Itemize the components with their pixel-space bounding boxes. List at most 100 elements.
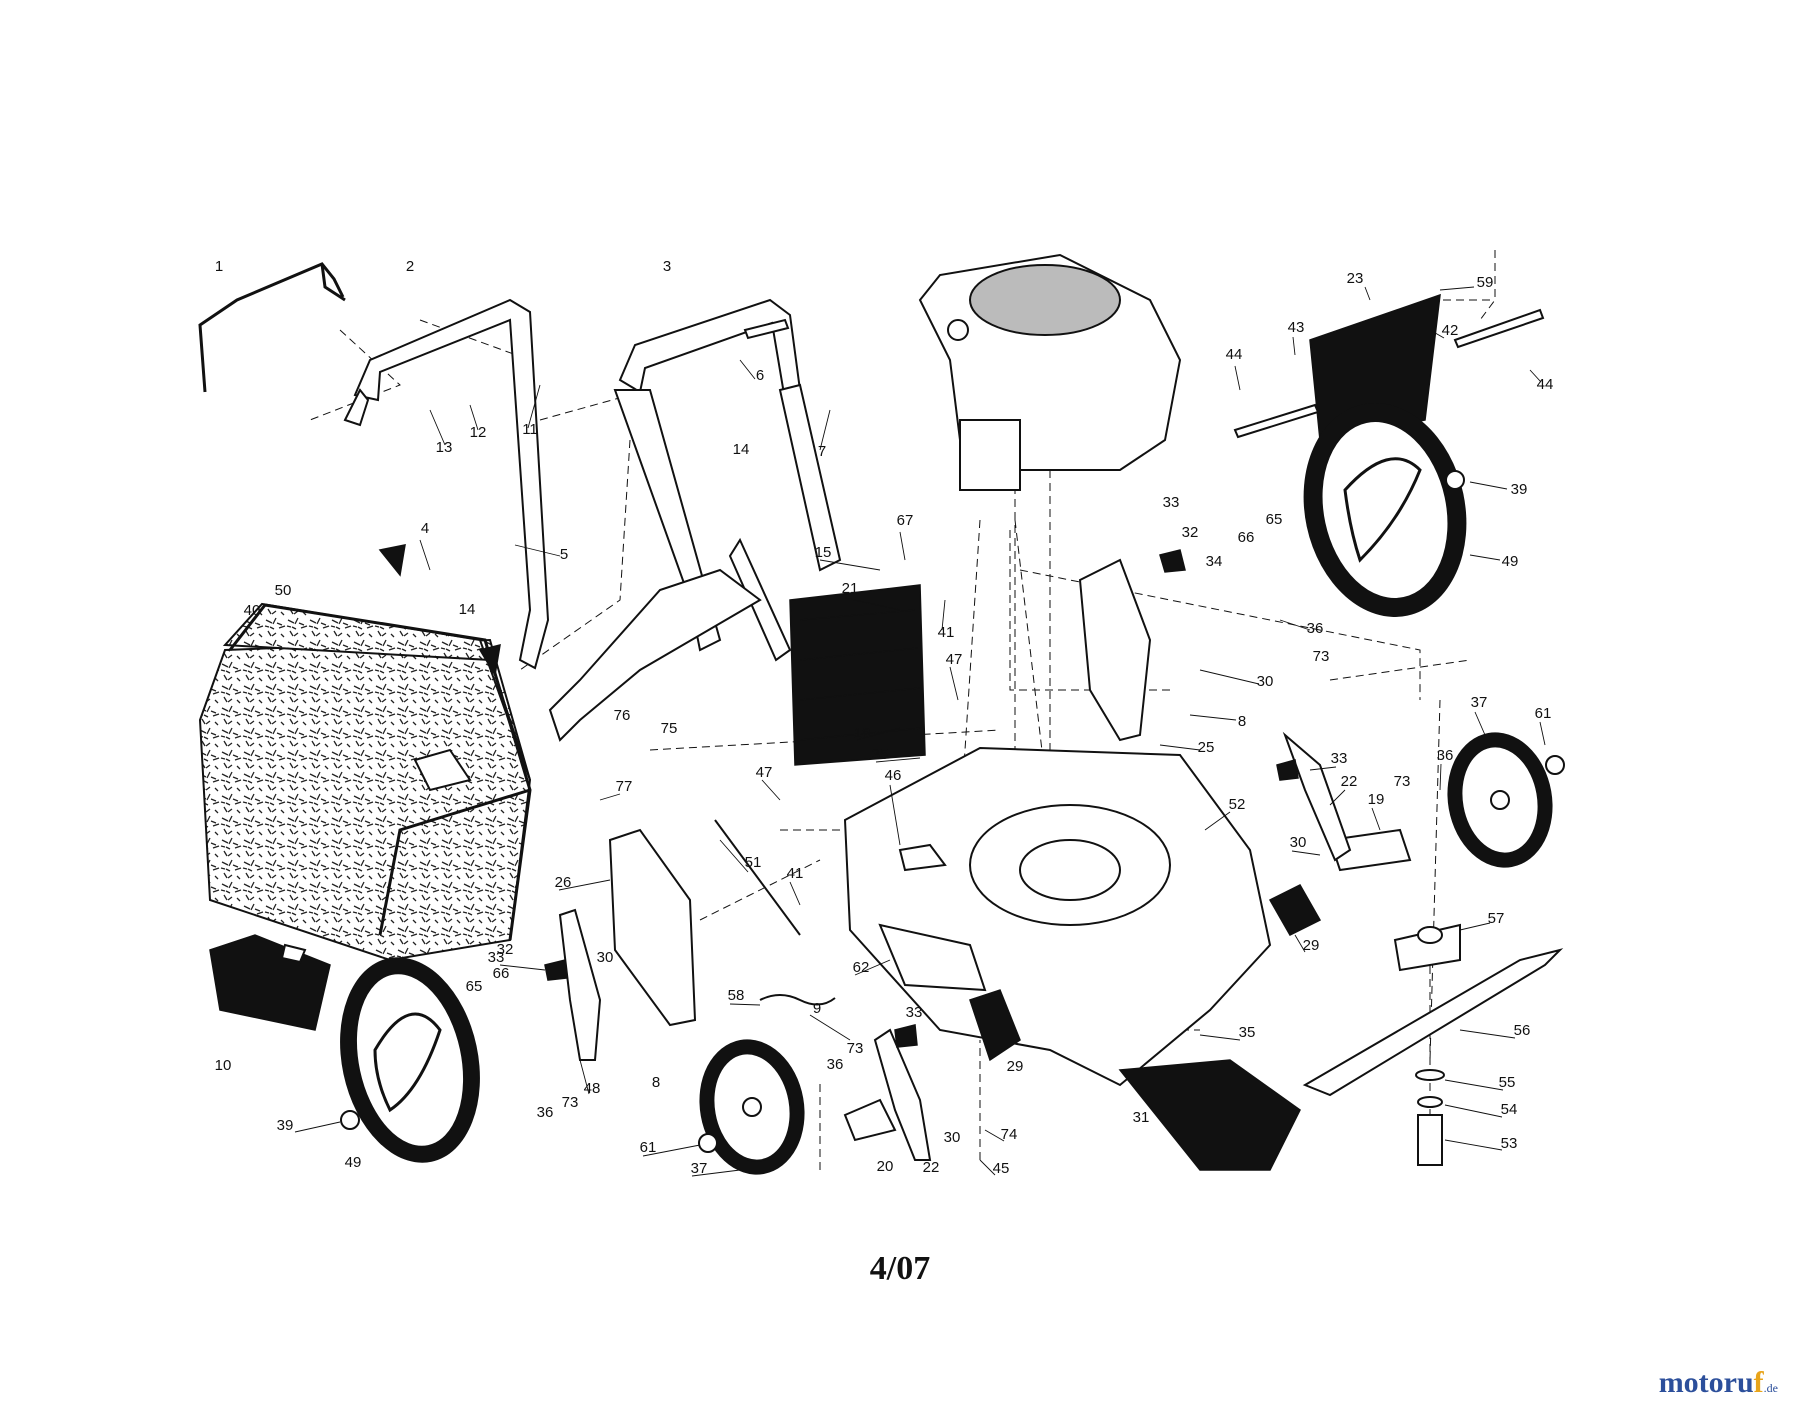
callout-19: 19 [1368,791,1385,808]
callout-52: 52 [1229,796,1246,813]
deck [843,746,1272,1087]
callout-3: 3 [663,258,671,275]
callout-29: 29 [1303,937,1320,954]
leader-lines [294,286,1546,1177]
watermark-suffix: .de [1763,1381,1778,1395]
callout-36: 36 [1437,747,1454,764]
callout-13: 13 [436,439,453,456]
callout-48: 48 [584,1080,601,1097]
callout-31: 31 [1133,1109,1150,1126]
callout-55: 55 [1499,1074,1516,1091]
callout-41: 41 [787,865,804,882]
callout-9: 9 [813,1000,821,1017]
callout-45: 45 [993,1160,1010,1177]
callout-51: 51 [745,854,762,871]
callout-76: 76 [614,707,631,724]
callout-73: 73 [847,1040,864,1057]
callout-10: 10 [215,1057,232,1074]
callout-36: 36 [1307,620,1324,637]
callout-47: 47 [756,764,773,781]
callout-42: 42 [1442,322,1459,339]
callout-47: 47 [946,651,963,668]
callout-77: 77 [616,778,633,795]
callout-32: 32 [497,941,514,958]
callout-2: 2 [406,258,414,275]
engine [918,253,1182,491]
callout-65: 65 [1266,511,1283,528]
callout-66: 66 [493,965,510,982]
callout-41: 41 [938,624,955,641]
callout-30: 30 [1290,834,1307,851]
callout-57: 57 [1488,910,1505,927]
callout-61: 61 [1535,705,1552,722]
callout-43: 43 [1288,319,1305,336]
rear-guard [209,934,331,1031]
blade [1302,923,1564,1166]
callout-44: 44 [1537,376,1554,393]
callout-44: 44 [1226,346,1243,363]
callout-12: 12 [470,424,487,441]
height-adjusters [558,558,1412,1161]
callout-32: 32 [1182,524,1199,541]
upper-handle-left [343,298,550,670]
callout-7: 7 [818,443,826,460]
callout-33: 33 [488,949,505,966]
wheel-37-front-left [699,1039,805,1175]
callout-39: 39 [1511,481,1528,498]
callout-40: 40 [244,602,261,619]
callout-30: 30 [597,949,614,966]
callout-33: 33 [1331,750,1348,767]
callout-53: 53 [1501,1135,1518,1152]
wheel-49-rear-right [1303,403,1467,617]
watermark-prefix: motoru [1658,1366,1754,1399]
grass-bag [198,602,532,962]
callout-15: 15 [815,544,832,561]
callout-49: 49 [345,1154,362,1171]
callout-8: 8 [652,1074,660,1091]
callout-73: 73 [1394,773,1411,790]
callout-67: 67 [897,512,914,529]
callout-58: 58 [728,987,745,1004]
callout-49: 49 [1502,553,1519,570]
callout-18: 18 [854,725,871,742]
callout-30: 30 [944,1129,961,1146]
callout-30: 30 [1257,673,1274,690]
hardware [340,308,1565,1153]
callout-37: 37 [691,1160,708,1177]
callout-66: 66 [1238,529,1255,546]
callout-37: 37 [1471,694,1488,711]
wheels [340,403,1553,1175]
callout-73: 73 [1313,648,1330,665]
callout-20: 20 [877,1158,894,1175]
callout-26: 26 [555,874,572,891]
callout-8: 8 [1238,713,1246,730]
callout-62: 62 [853,959,870,976]
callout-61: 61 [640,1139,657,1156]
callout-11: 11 [522,421,538,438]
callout-14: 14 [733,441,750,458]
drawing-code: 4/07 [869,1250,931,1287]
callout-59: 59 [1477,274,1494,291]
callout-25: 25 [1198,739,1215,756]
callout-56: 56 [1514,1022,1531,1039]
wheel-37-front-right [1447,732,1553,868]
rear-chute-bracket [548,568,762,742]
callout-75: 75 [661,720,678,737]
callout-34: 34 [1206,553,1223,570]
callout-36: 36 [827,1056,844,1073]
discharge-chute [1118,1059,1301,1171]
wheel-49-rear-left [340,957,480,1163]
callout-33: 33 [1163,494,1180,511]
callout-50: 50 [275,582,292,599]
callout-22: 22 [1341,773,1358,790]
deflector-21 [789,584,926,766]
callout-35: 35 [1239,1024,1256,1041]
callout-54: 54 [1501,1101,1518,1118]
callout-73: 73 [562,1094,579,1111]
callout-4: 4 [421,520,429,537]
callout-65: 65 [466,978,483,995]
callout-46: 46 [885,767,902,784]
callout-23: 23 [1347,270,1364,287]
